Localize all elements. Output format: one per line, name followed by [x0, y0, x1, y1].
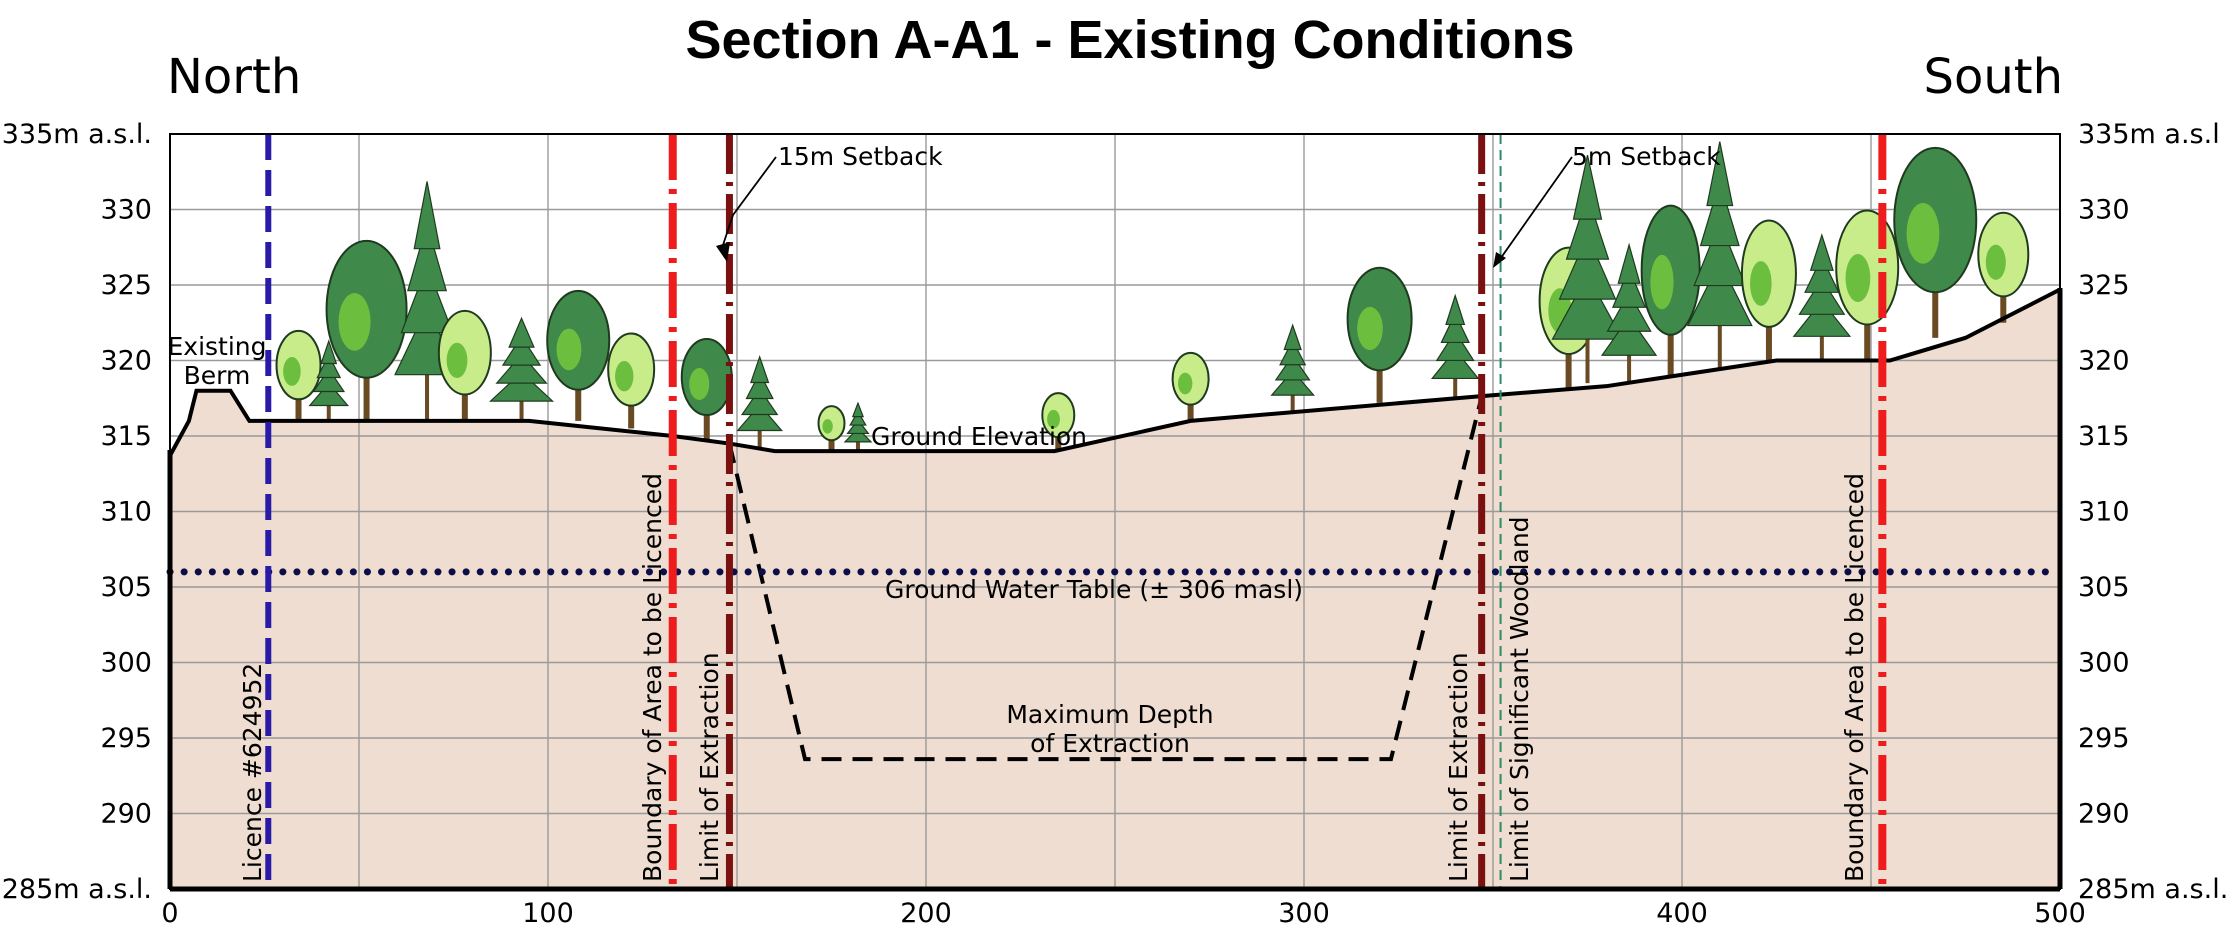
y-tick-left-label: 305: [100, 572, 152, 603]
y-tick-right-label: 325: [2078, 270, 2130, 301]
broadleaf-tree-icon: [1171, 351, 1210, 421]
setback-5m-label: 5m Setback: [1572, 142, 1721, 171]
broadleaf-tree-icon: [546, 289, 611, 421]
broadleaf-tree-icon: [275, 329, 322, 421]
x-tick-label: 400: [1656, 898, 1708, 929]
conifer-tree-icon: [308, 339, 350, 421]
broadleaf-tree-icon: [1041, 392, 1076, 452]
max-extraction-depth-line: [727, 396, 1484, 762]
direction-south: South: [1924, 49, 2064, 105]
existing-berm-label-line2: Berm: [184, 361, 251, 390]
conifer-tree-icon: [736, 355, 783, 449]
x-tick-label: 200: [900, 898, 952, 929]
y-tick-right-label: 285m a.s.l.: [2078, 874, 2227, 905]
y-tick-left-label: 310: [100, 497, 152, 528]
y-tick-left-label: 335m a.s.l.: [2, 119, 152, 150]
y-tick-left-label: 320: [100, 346, 152, 377]
licence-label: Licence #624952: [238, 663, 267, 882]
y-tick-left-label: 290: [100, 799, 152, 830]
conifer-tree-icon: [1792, 233, 1852, 361]
conifer-tree-icon: [1600, 242, 1658, 382]
conifer-tree-icon: [1430, 293, 1480, 399]
x-tick-label: 300: [1278, 898, 1330, 929]
max-depth-label-line1: Maximum Depth: [1006, 700, 1213, 729]
conifer-tree-icon: [843, 401, 873, 452]
x-tick-label: 500: [2034, 898, 2086, 929]
y-axis-left-labels: 335m a.s.l. 330 325 320 315 310 305 300 295 290 28…: [2, 119, 152, 905]
limit-extraction-left-label: Limit of Extraction: [695, 652, 724, 882]
broadleaf-tree-icon: [1740, 219, 1797, 361]
y-tick-right-label: 320: [2078, 346, 2130, 377]
conifer-tree-icon: [1686, 141, 1753, 370]
broadleaf-tree-icon: [1346, 266, 1413, 403]
ground-elevation-line: [168, 287, 2061, 457]
conifer-tree-icon: [1270, 323, 1315, 412]
setback-5m-arrow: [1493, 156, 1573, 268]
y-tick-right-label: 305: [2078, 572, 2130, 603]
broadleaf-tree-icon: [1893, 146, 1978, 338]
limit-woodland-label: Limit of Significant Woodland: [1505, 516, 1534, 882]
y-tick-left-label: 295: [100, 723, 152, 754]
broadleaf-tree-icon: [1835, 209, 1900, 361]
y-tick-right-label: 295: [2078, 723, 2130, 754]
broadleaf-tree-icon: [1977, 211, 2030, 323]
setback-15m-label: 15m Setback: [778, 142, 943, 171]
broadleaf-tree-icon: [607, 332, 656, 429]
y-tick-left-label: 315: [100, 421, 152, 452]
y-tick-right-label: 330: [2078, 195, 2130, 226]
broadleaf-tree-icon: [817, 405, 846, 452]
boundary-lines: [265, 134, 1887, 889]
x-tick-label: 100: [522, 898, 574, 929]
limit-extraction-right-label: Limit of Extraction: [1444, 652, 1473, 882]
y-tick-left-label: 330: [100, 195, 152, 226]
setback-15m-arrow: [716, 156, 777, 262]
y-tick-right-label: 315: [2078, 421, 2130, 452]
x-axis-labels: 0 100 200 300 400 500: [161, 898, 2085, 929]
broadleaf-tree-icon: [437, 309, 492, 421]
ground-elevation-label: Ground Elevation: [871, 422, 1087, 451]
broadleaf-tree-icon: [325, 239, 408, 421]
y-tick-left-label: 325: [100, 270, 152, 301]
direction-north: North: [167, 49, 301, 105]
boundary-left-label: Boundary of Area to be Licenced: [638, 473, 667, 882]
broadleaf-tree-icon: [1640, 204, 1701, 376]
y-tick-right-label: 335m a.s.l: [2078, 119, 2220, 150]
conifer-tree-icon: [489, 316, 555, 421]
tree-group: [275, 141, 2030, 452]
max-depth-label-line2: of Extraction: [1030, 729, 1190, 758]
x-tick-label: 0: [161, 898, 178, 929]
page-title: Section A-A1 - Existing Conditions: [685, 10, 1574, 70]
y-tick-right-label: 290: [2078, 799, 2130, 830]
conifer-tree-icon: [1551, 155, 1624, 384]
y-tick-left-label: 285m a.s.l.: [2, 874, 152, 905]
existing-berm-label-line1: Existing: [167, 332, 266, 361]
boundary-right-label: Boundary of Area to be Licenced: [1840, 473, 1869, 882]
y-tick-left-label: 300: [100, 648, 152, 679]
y-tick-right-label: 310: [2078, 497, 2130, 528]
y-axis-right-labels: 335m a.s.l 330 325 320 315 310 305 300 295 290 285…: [2078, 119, 2227, 905]
broadleaf-tree-icon: [680, 338, 733, 440]
y-tick-right-label: 300: [2078, 648, 2130, 679]
ground-water-table-label: Ground Water Table (± 306 masl): [885, 575, 1303, 604]
